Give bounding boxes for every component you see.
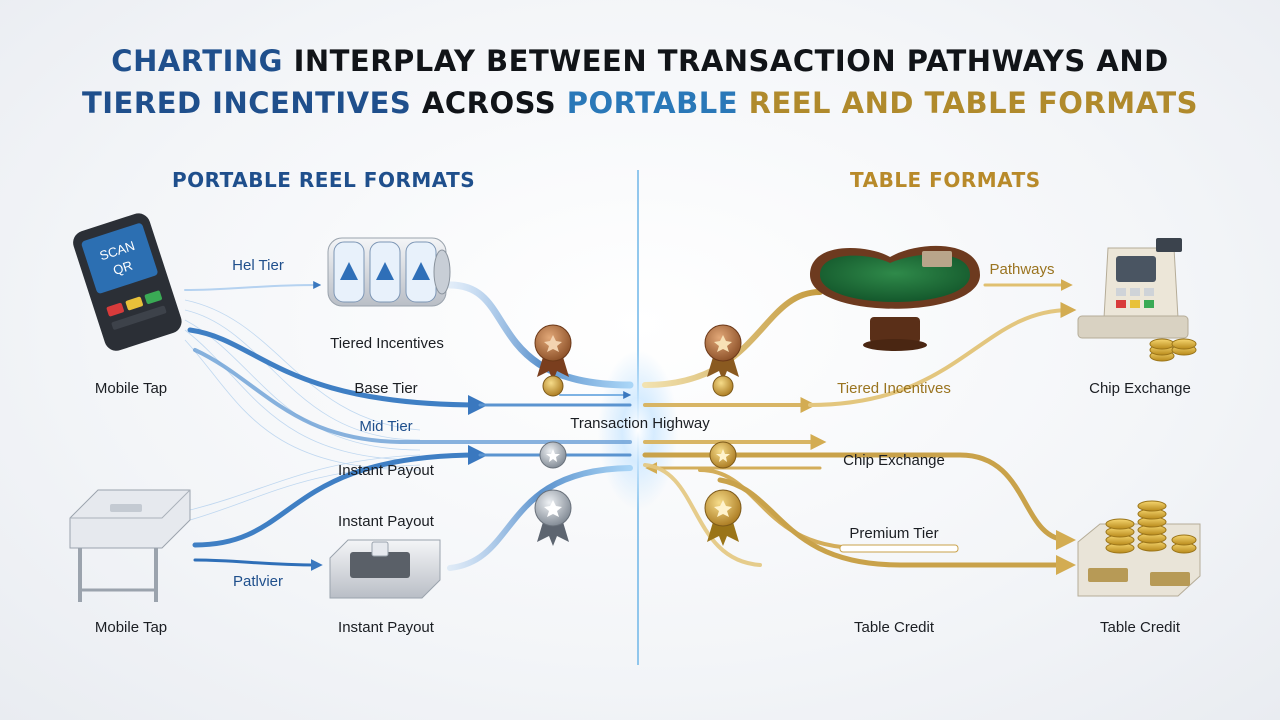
- label-instant-payout-mid: Instant Payout: [338, 462, 434, 479]
- label-chip-exchange-mid: Chip Exchange: [843, 452, 945, 469]
- title-line-1-segment-0: CHARTING: [111, 44, 294, 78]
- label-mobile-tap-top: Mobile Tap: [94, 380, 168, 397]
- label-patlvier: Patlvier: [232, 573, 284, 590]
- chip-stack-icon: [1077, 500, 1201, 597]
- label-mid-tier: Mid Tier: [359, 418, 413, 435]
- medal-icon-silver-low: [534, 489, 572, 546]
- section-table-formats: TABLE FORMATS: [850, 168, 1041, 192]
- payment-terminal-icon: SCAN QR: [73, 213, 182, 351]
- medal-icon-bronze-small: [542, 375, 564, 397]
- title-line-2: TIERED INCENTIVES ACROSS PORTABLE REEL A…: [0, 86, 1280, 121]
- title-line-2-segment-0: TIERED INCENTIVES: [81, 86, 422, 120]
- label-table-credit-right: Table Credit: [1099, 619, 1181, 636]
- medal-icon-bronze-right: [704, 324, 742, 381]
- medal-icon-silver-mid: [539, 441, 567, 469]
- title-line-1-segment-1: INTERPLAY BETWEEN TRANSACTION PATHWAYS A…: [293, 44, 1169, 78]
- blackjack-table-icon: [810, 245, 980, 351]
- payout-box-icon: [329, 539, 441, 599]
- label-chip-exchange-top: Chip Exchange: [1089, 380, 1191, 397]
- label-pathways: Pathways: [989, 261, 1055, 278]
- label-instant-payout-upper: Instant Payout: [338, 513, 434, 530]
- cash-register-icon: [1077, 238, 1189, 339]
- section-portable-reel-formats: PORTABLE REEL FORMATS: [172, 168, 476, 192]
- label-mobile-tap-bottom: Mobile Tap: [94, 619, 168, 636]
- title-line-2-segment-2: PORTABLE: [566, 86, 749, 120]
- label-instant-payout-bottom: Instant Payout: [338, 619, 434, 636]
- premium-tier-bar: [839, 544, 959, 553]
- title-line-2-segment-1: ACROSS: [421, 86, 567, 120]
- medal-icon-gold-mid: [709, 441, 737, 469]
- label-hel-tier: Hel Tier: [232, 257, 284, 274]
- terminal-screen-text-2: QR: [111, 258, 134, 278]
- label-transaction-highway: Transaction Highway: [570, 415, 710, 432]
- gold-flows: [642, 279, 1077, 575]
- chip-stack-icon-small: [1149, 338, 1197, 362]
- title-line-2-segment-3: REEL AND TABLE FORMATS: [748, 86, 1198, 120]
- medal-icon-gold-small: [712, 375, 734, 397]
- card-reader-table-icon: [69, 489, 191, 602]
- title-line-1: CHARTING INTERPLAY BETWEEN TRANSACTION P…: [0, 44, 1280, 79]
- medal-icon-bronze-left: [534, 324, 572, 381]
- label-premium-tier: Premium Tier: [849, 525, 939, 542]
- medal-icon-gold-low: [704, 489, 742, 546]
- label-tiered-incentives-right: Tiered Incentives: [837, 380, 951, 397]
- data-strands: [184, 299, 421, 521]
- label-base-tier: Base Tier: [354, 380, 418, 397]
- slot-reel-icon: [327, 237, 451, 307]
- blue-flows: [184, 281, 634, 571]
- label-tiered-incentives-left: Tiered Incentives: [330, 335, 444, 352]
- label-table-credit-mid: Table Credit: [853, 619, 935, 636]
